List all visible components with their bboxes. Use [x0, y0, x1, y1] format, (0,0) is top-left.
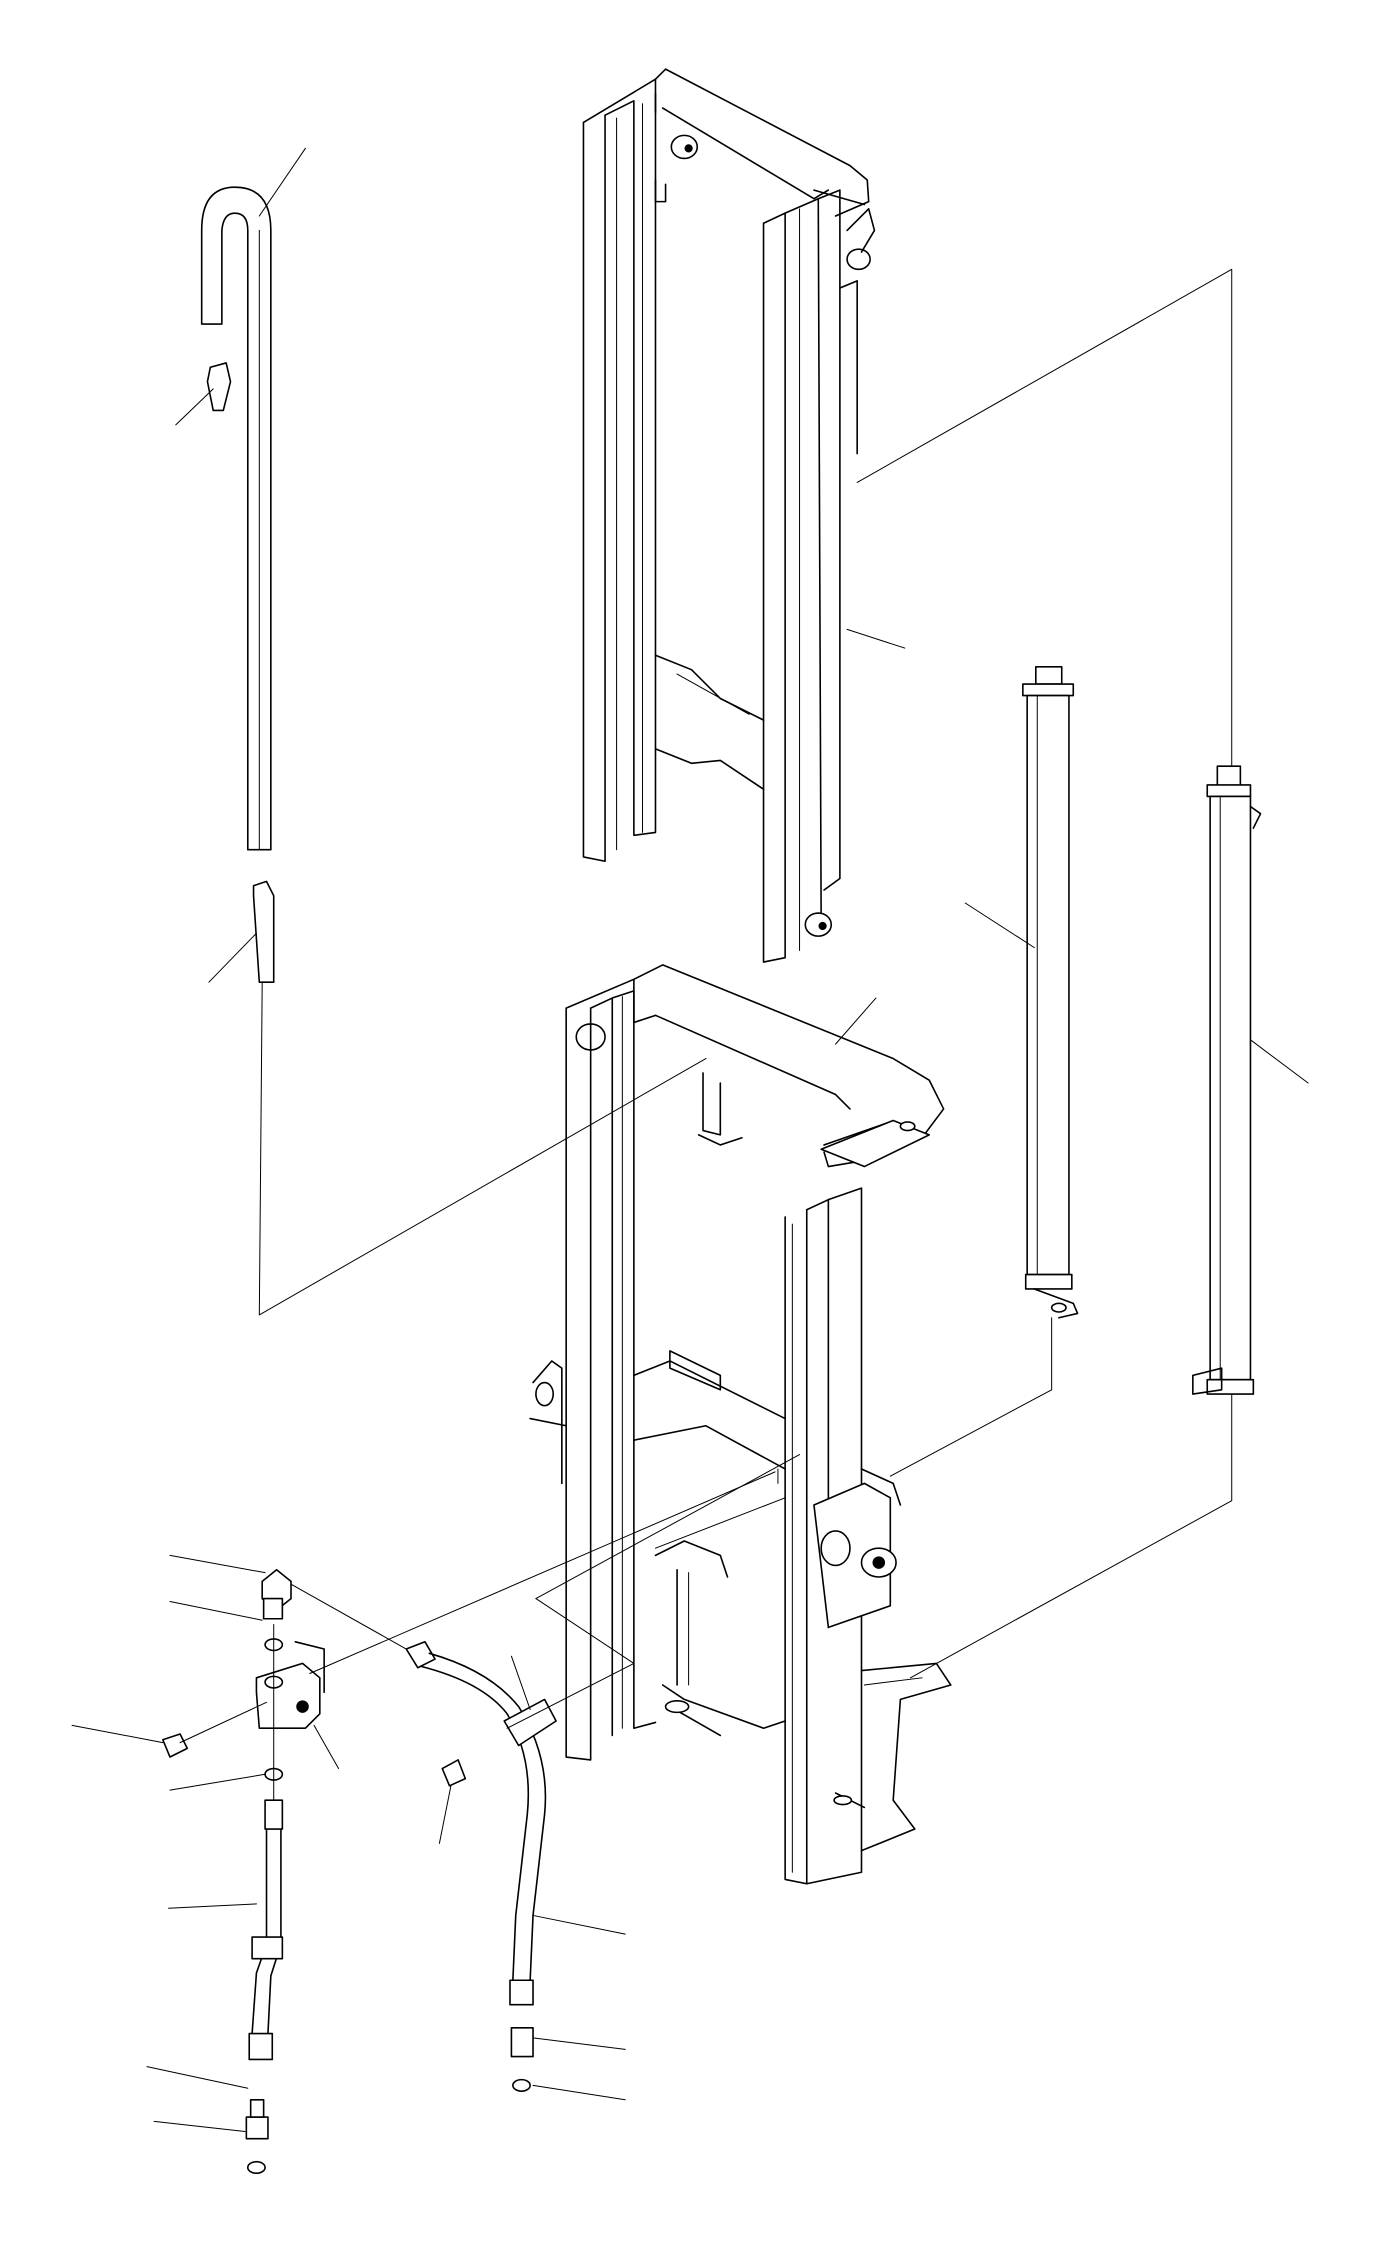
- chain-hook-rod: [202, 187, 274, 982]
- lift-cylinder-right: [1193, 766, 1261, 1394]
- hydraulic-hose-right-assembly: [406, 1642, 556, 2091]
- lift-cylinder-left: [1023, 667, 1078, 1318]
- inner-mast: [583, 69, 874, 962]
- hydraulic-hose-left-assembly: [163, 1570, 324, 2173]
- leader-lines: [72, 148, 1308, 2131]
- outer-mast: [530, 965, 951, 1884]
